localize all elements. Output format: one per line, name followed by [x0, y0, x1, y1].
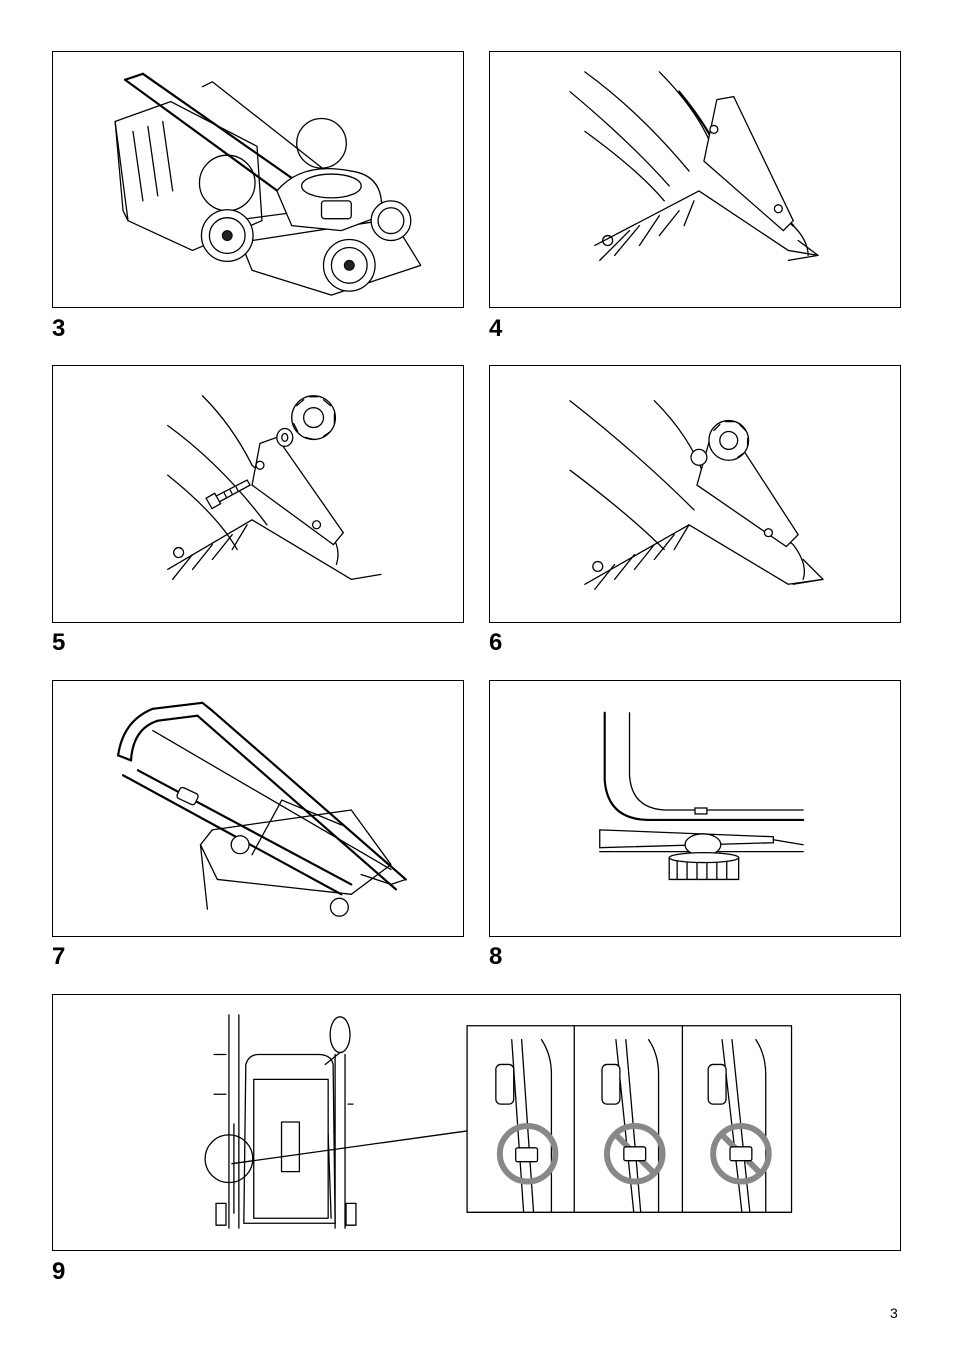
- figure-3-number: 3: [52, 317, 65, 341]
- bolt-knob-illustration: [53, 366, 463, 622]
- figure-4-number: 4: [489, 317, 502, 341]
- figure-3-panel: [52, 51, 464, 308]
- figure-5-panel: [52, 365, 464, 623]
- rear-wheel-icon: [323, 240, 375, 292]
- figure-8-number: 8: [489, 945, 502, 969]
- figure-9-panel: [52, 994, 901, 1251]
- handle-bracket-illustration: [490, 52, 900, 307]
- bolt-icon: [206, 480, 250, 508]
- figure-9-number: 9: [52, 1260, 65, 1284]
- figure-4-panel: [489, 51, 901, 308]
- knob-detail-illustration: [490, 681, 900, 936]
- front-wheel-icon: [201, 210, 253, 262]
- mower-illustration: [53, 52, 463, 307]
- page-number: 3: [890, 1306, 898, 1320]
- cable-routing-illustration: [53, 995, 900, 1250]
- figure-7-panel: [52, 680, 464, 937]
- wrong-routing-icon: [708, 1040, 769, 1213]
- knob-icon: [277, 396, 336, 447]
- figure-8-panel: [489, 680, 901, 937]
- correct-routing-icon: [496, 1040, 556, 1213]
- knob-icon: [709, 421, 749, 461]
- figure-7-number: 7: [52, 945, 65, 969]
- wrong-routing-icon: [602, 1040, 663, 1213]
- figure-5-number: 5: [52, 631, 65, 655]
- folded-handle-illustration: [53, 681, 463, 936]
- figure-6-number: 6: [489, 631, 502, 655]
- knob-installed-illustration: [490, 366, 900, 622]
- figure-6-panel: [489, 365, 901, 623]
